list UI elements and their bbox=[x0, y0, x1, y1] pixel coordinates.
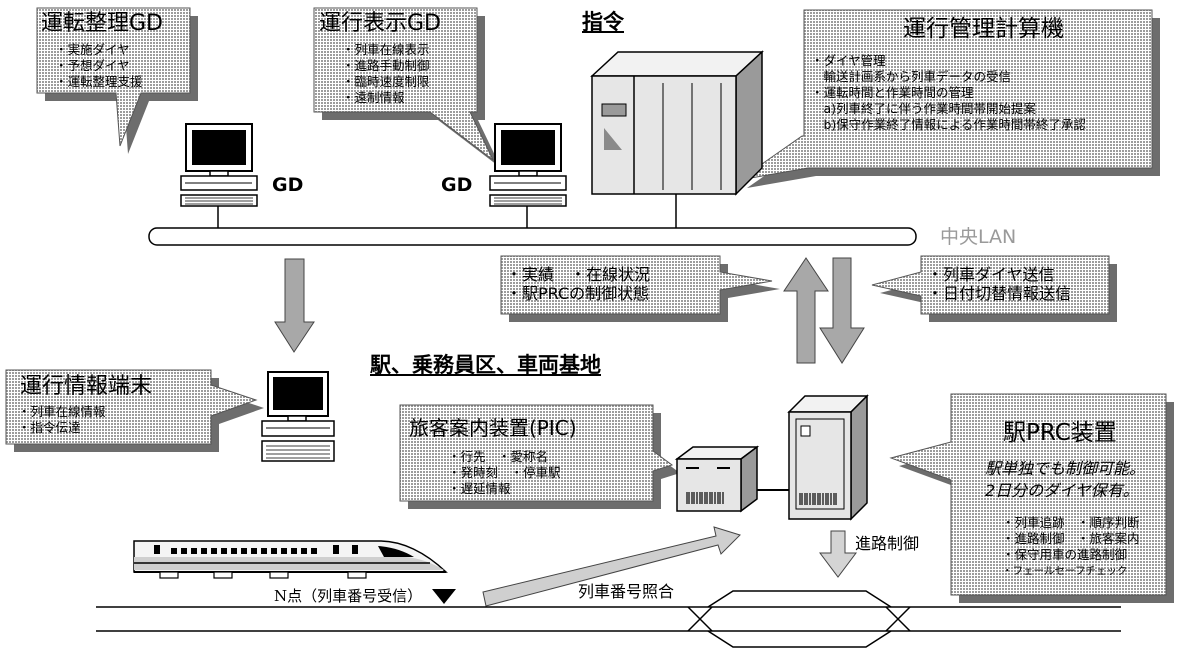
train-number-match-label: 列車番号照合 bbox=[578, 582, 675, 601]
prc-items: ・列車追跡 ・順序判断 ・進路制御 ・旅客案内 ・保守用車の進路制御 ・フェール… bbox=[1002, 515, 1140, 579]
prc-cabinet bbox=[787, 394, 869, 521]
prc-note: 駅単独でも制御可能。 bbox=[985, 459, 1146, 478]
callout-operation-display-gd bbox=[313, 7, 501, 168]
prc-title: 駅PRC装置 bbox=[1003, 420, 1117, 446]
route-control-label: 進路制御 bbox=[855, 534, 920, 553]
uplink-arrow bbox=[783, 257, 829, 364]
traffic-computer-server bbox=[590, 50, 764, 228]
list-item: ・進路制御 ・旅客案内 bbox=[1002, 531, 1140, 546]
list-item: ・遠制情報 bbox=[342, 90, 405, 105]
traffic-computer-items: ・ダイヤ管理 輸送計画系から列車データの受信 ・運転時間と作業時間の管理 a)列… bbox=[811, 53, 1086, 133]
list-item: ・列車在線情報 bbox=[18, 404, 106, 419]
down-arrow-to-terminal bbox=[274, 258, 315, 353]
train-icon bbox=[133, 540, 448, 579]
operation-display-gd-title: 運行表示GD bbox=[319, 11, 441, 36]
prc-note: 2日分のダイヤ保有。 bbox=[985, 481, 1139, 500]
callout-downlink-info bbox=[871, 255, 1117, 322]
n-point-label: N点（列車番号受信） bbox=[274, 587, 423, 605]
list-item: ・発時刻 ・停車駅 bbox=[448, 465, 561, 480]
route-control-arrow bbox=[819, 530, 857, 578]
list-item: ・運転時間と作業時間の管理 bbox=[811, 85, 974, 100]
n-point-arrow bbox=[482, 526, 741, 607]
gd-label-2: GD bbox=[441, 174, 473, 196]
n-point-marker bbox=[432, 589, 456, 604]
list-item: ・列車ダイヤ送信 bbox=[927, 265, 1055, 284]
prc-italic-lines: 駅単独でも制御可能。 2日分のダイヤ保有。 bbox=[985, 458, 1145, 502]
callout-prc bbox=[889, 393, 1174, 603]
list-item: a)列車終了に伴う作業時間帯開始提案 bbox=[811, 101, 1037, 116]
central-lan-bar bbox=[148, 227, 917, 246]
pic-device bbox=[674, 445, 760, 513]
list-item: ・保守用車の進路制御 bbox=[1002, 547, 1128, 562]
list-item: ・駅PRCの制御状態 bbox=[506, 284, 650, 303]
operation-display-gd-items: ・列車在線表示 ・進路手動制御 ・臨時速度制限 ・遠制情報 bbox=[342, 42, 430, 106]
stations-heading: 駅、乗務員区、車両基地 bbox=[370, 353, 601, 377]
callout-pic bbox=[399, 404, 680, 509]
list-item: ・予想ダイヤ bbox=[55, 58, 130, 73]
operation-adjust-gd-title: 運転整理GD bbox=[41, 11, 163, 36]
gd-workstation-1 bbox=[180, 123, 258, 228]
list-item: ・遅延情報 bbox=[448, 481, 511, 496]
info-terminal-items: ・列車在線情報 ・指令伝達 bbox=[18, 404, 106, 436]
callout-operation-adjust-gd bbox=[36, 7, 198, 154]
downlink-info-items: ・列車ダイヤ送信 ・日付切替情報送信 bbox=[927, 265, 1071, 303]
command-center-heading: 指令 bbox=[582, 10, 624, 34]
list-item: b)保守作業終了情報による作業時間帯終了承認 bbox=[811, 117, 1086, 132]
list-item: ・実施ダイヤ bbox=[55, 42, 130, 57]
list-item: ・行先 ・愛称名 bbox=[448, 449, 549, 464]
list-item: ・臨時速度制限 bbox=[342, 74, 430, 89]
list-item: ・進路手動制御 bbox=[342, 58, 430, 73]
operation-adjust-gd-items: ・実施ダイヤ ・予想ダイヤ ・運転整理支援 bbox=[55, 42, 143, 90]
pic-items: ・行先 ・愛称名 ・発時刻 ・停車駅 ・遅延情報 bbox=[448, 449, 561, 497]
gd-label-1: GD bbox=[272, 174, 304, 196]
gd-workstation-2 bbox=[489, 123, 567, 228]
info-terminal-title: 運行情報端末 bbox=[20, 374, 153, 399]
list-item: ・運転整理支援 bbox=[55, 74, 143, 89]
callout-info-terminal bbox=[5, 369, 264, 452]
uplink-info-items: ・実績 ・在線状況 ・駅PRCの制御状態 bbox=[506, 265, 650, 303]
downlink-arrow bbox=[819, 257, 865, 364]
callout-traffic-computer bbox=[738, 9, 1160, 188]
list-item: ・日付切替情報送信 bbox=[927, 284, 1072, 303]
list-item: ・指令伝達 bbox=[18, 420, 81, 435]
list-item: ・列車追跡 ・順序判断 bbox=[1002, 515, 1140, 530]
list-item: ・ダイヤ管理 bbox=[811, 53, 886, 68]
list-item: ・フェールセーフチェック bbox=[1002, 565, 1128, 577]
central-lan-label: 中央LAN bbox=[940, 226, 1017, 248]
list-item: ・実績 ・在線状況 bbox=[506, 265, 651, 284]
list-item: 輸送計画系から列車データの受信 bbox=[811, 69, 1012, 84]
railway-tracks bbox=[96, 590, 1121, 648]
callout-uplink-info bbox=[500, 255, 780, 322]
pic-title: 旅客案内装置(PIC) bbox=[409, 416, 577, 440]
info-terminal-workstation bbox=[261, 371, 335, 462]
traffic-computer-title: 運行管理計算機 bbox=[903, 16, 1064, 42]
list-item: ・列車在線表示 bbox=[342, 42, 430, 57]
